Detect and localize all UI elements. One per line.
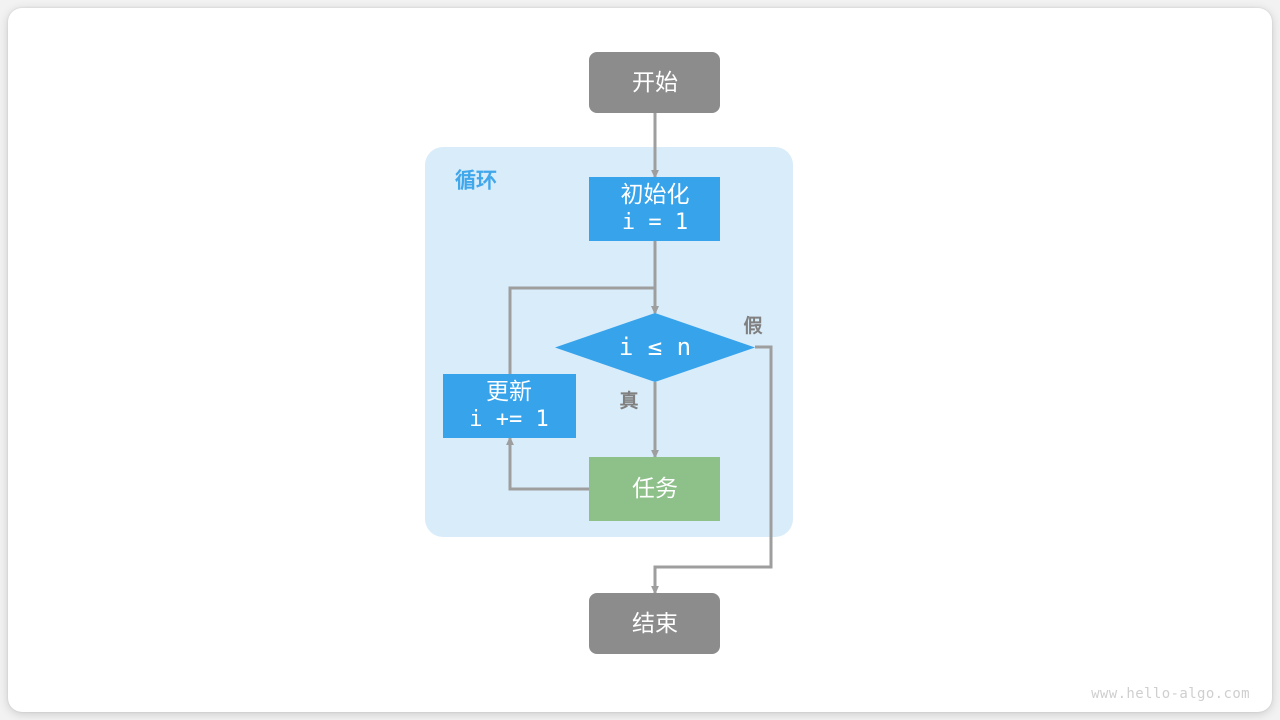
node-condition-shape[interactable] bbox=[555, 313, 755, 382]
edge-condition-to-end bbox=[651, 345, 773, 595]
node-init-shape[interactable] bbox=[589, 177, 720, 241]
node-start-shape[interactable] bbox=[589, 52, 720, 113]
edges: 真 假 bbox=[506, 113, 773, 595]
node-start-label: 开始 bbox=[632, 69, 678, 95]
node-condition-label: i ≤ n bbox=[619, 333, 691, 361]
node-update-shape[interactable] bbox=[443, 374, 576, 438]
edge-label-true: 真 bbox=[619, 389, 638, 412]
node-start[interactable]: 开始 bbox=[589, 52, 720, 113]
node-end-shape[interactable] bbox=[589, 593, 720, 654]
node-task-shape[interactable] bbox=[589, 457, 720, 521]
node-update-sublabel: i += 1 bbox=[469, 407, 548, 432]
watermark: www.hello-algo.com bbox=[1091, 686, 1250, 702]
node-update-label: 更新 bbox=[486, 378, 532, 404]
node-init-label: 初始化 bbox=[621, 181, 690, 207]
node-init-sublabel: i = 1 bbox=[622, 210, 688, 235]
node-task-label: 任务 bbox=[632, 475, 678, 501]
edge-label-false: 假 bbox=[743, 314, 762, 337]
node-condition[interactable]: i ≤ n bbox=[555, 313, 755, 382]
edge-update-to-condition bbox=[508, 286, 659, 374]
node-update[interactable]: 更新 i += 1 bbox=[443, 374, 576, 438]
loop-group-label: 循环 bbox=[455, 169, 497, 193]
node-init[interactable]: 初始化 i = 1 bbox=[589, 177, 720, 241]
node-end[interactable]: 结束 bbox=[589, 593, 720, 654]
node-end-label: 结束 bbox=[632, 610, 678, 636]
node-task[interactable]: 任务 bbox=[589, 457, 720, 521]
edge-task-to-update bbox=[506, 436, 589, 491]
